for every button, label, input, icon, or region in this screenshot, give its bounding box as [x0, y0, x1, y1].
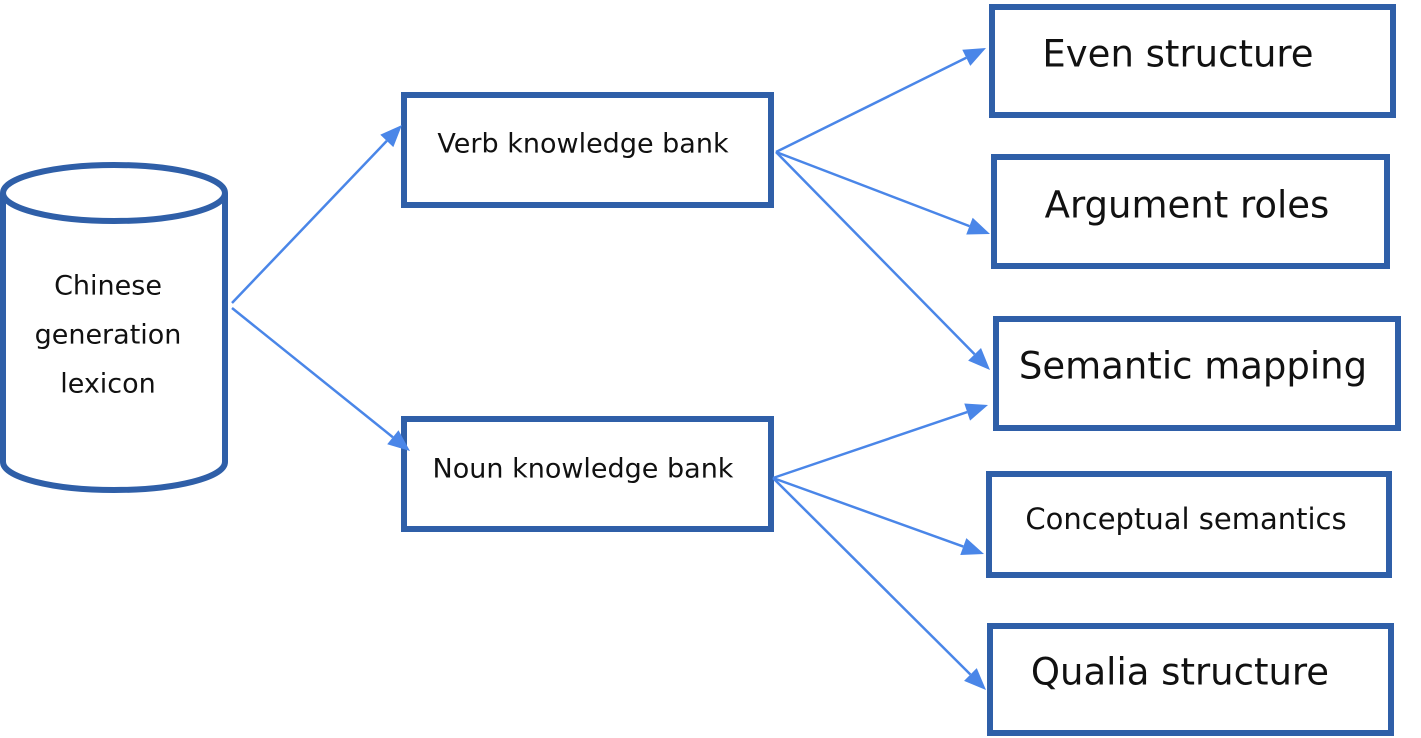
semantic-mapping-box	[993, 316, 1401, 431]
output-semantic-mapping: Semantic mapping	[993, 316, 1401, 431]
arrow-noun-to-qualia-structure-line	[772, 477, 972, 676]
argument-roles-label: Argument roles	[1045, 184, 1330, 227]
arrow-noun-to-qualia-structure-head	[964, 668, 986, 690]
output-argument-roles: Argument roles	[991, 154, 1390, 269]
arrow-verb-to-even-structure-head	[962, 48, 986, 66]
noun-knowledge-bank: Noun knowledge bank	[401, 416, 774, 532]
cylinder-top	[0, 162, 228, 224]
arrow-lexicon-to-verb-bank-line	[231, 140, 388, 304]
arrow-verb-to-semantic-mapping-line	[775, 151, 976, 356]
qualia-structure-box	[987, 623, 1394, 736]
semantic-mapping-label: Semantic mapping	[1019, 345, 1367, 388]
arrow-noun-to-semantic-mapping-head	[964, 403, 988, 421]
arrow-verb-to-even-structure-line	[775, 56, 967, 154]
arrow-verb-to-argument-roles-line	[775, 150, 970, 228]
arrow-lexicon-to-noun-bank-line	[231, 307, 394, 439]
arrow-noun-to-semantic-mapping-line	[772, 410, 968, 480]
even-structure-label: Even structure	[1042, 33, 1313, 76]
cylinder-body	[0, 193, 228, 493]
even-structure-box	[989, 4, 1396, 118]
output-conceptual-semantics: Conceptual semantics	[986, 471, 1392, 578]
argument-roles-box	[991, 154, 1390, 269]
verb-bank-label: Verb knowledge bank	[437, 129, 729, 160]
lexicon-label-line-3: lexicon	[60, 369, 156, 400]
arrow-noun-to-conceptual-semantics-line	[772, 476, 964, 548]
arrow-lexicon-to-verb-bank-head	[380, 125, 402, 148]
output-even-structure: Even structure	[989, 4, 1396, 118]
qualia-structure-label: Qualia structure	[1031, 651, 1329, 694]
lexicon-label-line-1: Chinese	[54, 271, 162, 302]
arrow-verb-to-argument-roles-head	[966, 217, 990, 235]
verb-knowledge-bank: Verb knowledge bank	[401, 92, 774, 208]
verb-bank-box	[401, 92, 774, 208]
arrow-noun-to-conceptual-semantics-head	[960, 538, 984, 556]
arrow-verb-to-semantic-mapping-head	[968, 347, 990, 370]
conceptual-semantics-label: Conceptual semantics	[1025, 502, 1346, 536]
conceptual-semantics-box	[986, 471, 1392, 578]
noun-bank-box	[401, 416, 774, 532]
output-qualia-structure: Qualia structure	[987, 623, 1394, 736]
lexicon-label-line-2: generation	[35, 320, 182, 351]
noun-bank-label: Noun knowledge bank	[433, 454, 734, 485]
connector-arrows	[231, 48, 990, 690]
lexicon-cylinder: Chinese generation lexicon	[0, 162, 228, 493]
arrow-lexicon-to-noun-bank-head	[387, 430, 410, 451]
